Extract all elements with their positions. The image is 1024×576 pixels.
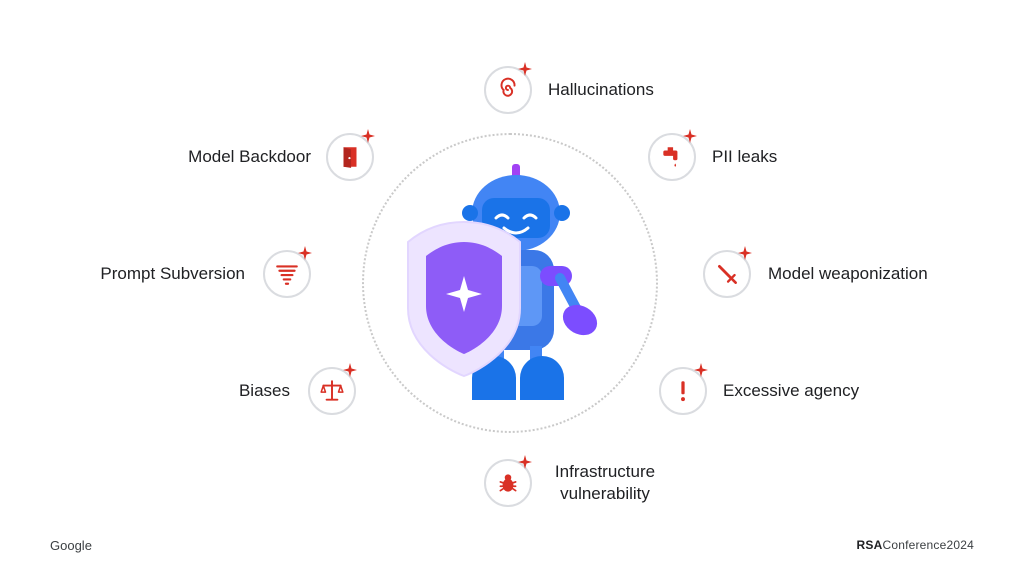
rsa-conference-logo: RSAConference2024 <box>857 538 974 552</box>
risk-label-line: Infrastructure <box>554 462 656 481</box>
risk-node-pii-leaks <box>648 133 696 181</box>
sword-icon <box>718 265 737 284</box>
sparkle-icon <box>518 455 532 469</box>
sparkle-icon <box>343 363 357 377</box>
risk-label-line: vulnerability <box>560 484 650 503</box>
risk-label-pii-leaks: PII leaks <box>712 147 778 166</box>
risk-node-infrastructure-vulnerability <box>484 459 532 507</box>
risk-node-model-backdoor <box>326 133 374 181</box>
sparkle-icon <box>738 246 752 260</box>
risk-label-excessive-agency: Excessive agency <box>723 381 860 400</box>
risk-node-model-weaponization <box>703 250 751 298</box>
risk-label-model-weaponization: Model weaponization <box>768 264 928 283</box>
google-wordmark: Google <box>50 538 92 553</box>
door-icon <box>343 147 357 168</box>
dotted-ring <box>362 133 658 433</box>
risk-label-hallucinations: Hallucinations <box>548 80 654 99</box>
bug-icon <box>499 474 517 492</box>
rsa-logo-bold: RSA <box>856 538 883 552</box>
risk-node-excessive-agency <box>659 367 707 415</box>
robot-with-shield-illustration <box>407 164 598 400</box>
risk-label-model-backdoor: Model Backdoor <box>188 147 311 166</box>
scales-icon <box>320 380 344 401</box>
rsa-logo-rest: Conference2024 <box>882 538 974 552</box>
spiral-icon <box>500 77 516 97</box>
risk-label-prompt-subversion: Prompt Subversion <box>100 264 245 283</box>
faucet-icon <box>663 147 678 167</box>
sparkle-icon <box>683 129 697 143</box>
sparkle-icon <box>694 363 708 377</box>
exclamation-icon <box>681 381 685 402</box>
risk-node-biases <box>308 367 356 415</box>
risk-node-hallucinations <box>484 66 532 114</box>
sparkle-icon <box>298 246 312 260</box>
risk-node-prompt-subversion <box>263 250 311 298</box>
tornado-icon <box>276 265 298 285</box>
sparkle-icon <box>518 62 532 76</box>
sparkle-icon <box>361 129 375 143</box>
risk-label-infrastructure-vulnerability: Infrastructure vulnerability <box>540 461 670 505</box>
risk-label-biases: Biases <box>238 381 290 400</box>
